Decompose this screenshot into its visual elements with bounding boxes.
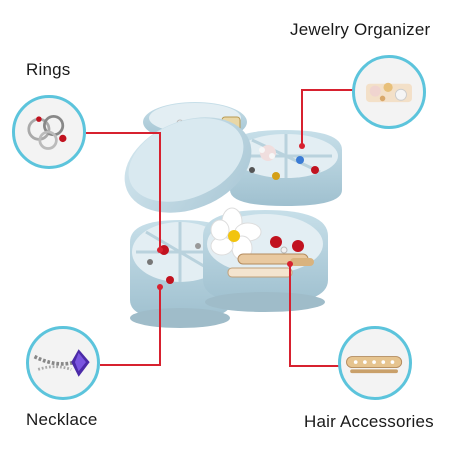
- jewelry-photo-icon: [352, 55, 426, 129]
- label-jewelry-organizer: Jewelry Organizer: [290, 20, 431, 39]
- label-necklace: Necklace: [26, 410, 98, 429]
- rings-photo-icon: [12, 95, 86, 169]
- flower-clip: [210, 207, 262, 261]
- lower-right-tray: [203, 207, 328, 304]
- label-hair-accessories: Hair Accessories: [304, 412, 434, 431]
- necklace-photo-icon: [26, 326, 100, 400]
- middle-right-tray: [230, 130, 342, 206]
- label-rings: Rings: [26, 60, 71, 79]
- hair-clip-photo-icon: [338, 326, 412, 400]
